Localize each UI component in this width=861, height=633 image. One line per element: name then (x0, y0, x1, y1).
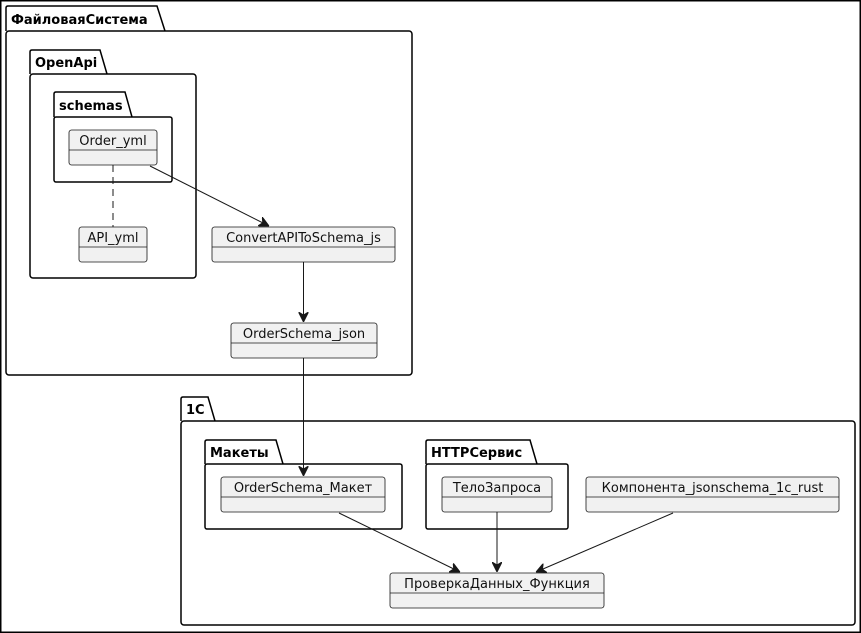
node-label: OrderSchema_json (243, 327, 365, 342)
node-api-yml[interactable]: API_yml (78, 226, 148, 263)
node-label: ТелоЗапроса (452, 481, 541, 496)
edge-maket-proverka (338, 512, 460, 572)
node-label: Компонента_jsonschema_1c_rust (602, 481, 824, 496)
node-order-schema-maket[interactable]: OrderSchema_Макет (220, 476, 386, 513)
node-order-yml[interactable]: Order_yml (68, 129, 158, 166)
node-convert-api-to-schema-js[interactable]: ConvertAPIToSchema_js (211, 226, 396, 263)
package-label: HTTPСервис (431, 446, 522, 461)
package-label: OpenApi (35, 56, 97, 71)
node-telo-zaprosa[interactable]: ТелоЗапроса (441, 476, 553, 513)
package-label: Макеты (210, 446, 269, 461)
package-label: ФайловаяСистема (11, 13, 148, 28)
edge-order-yml-convert (149, 165, 269, 226)
node-proverka-dannyh[interactable]: ПроверкаДанных_Функция (389, 572, 605, 609)
node-label: Order_yml (79, 134, 146, 149)
node-order-schema-json[interactable]: OrderSchema_json (230, 322, 378, 359)
package-label: schemas (59, 99, 123, 114)
node-label: ConvertAPIToSchema_js (226, 231, 381, 246)
node-label: OrderSchema_Макет (234, 481, 373, 496)
node-label: ПроверкаДанных_Функция (404, 577, 590, 592)
edge-komponenta-proverka (536, 512, 674, 572)
node-label: API_yml (87, 231, 138, 246)
node-komponenta[interactable]: Компонента_jsonschema_1c_rust (585, 476, 840, 513)
package-label: 1С (186, 403, 205, 418)
